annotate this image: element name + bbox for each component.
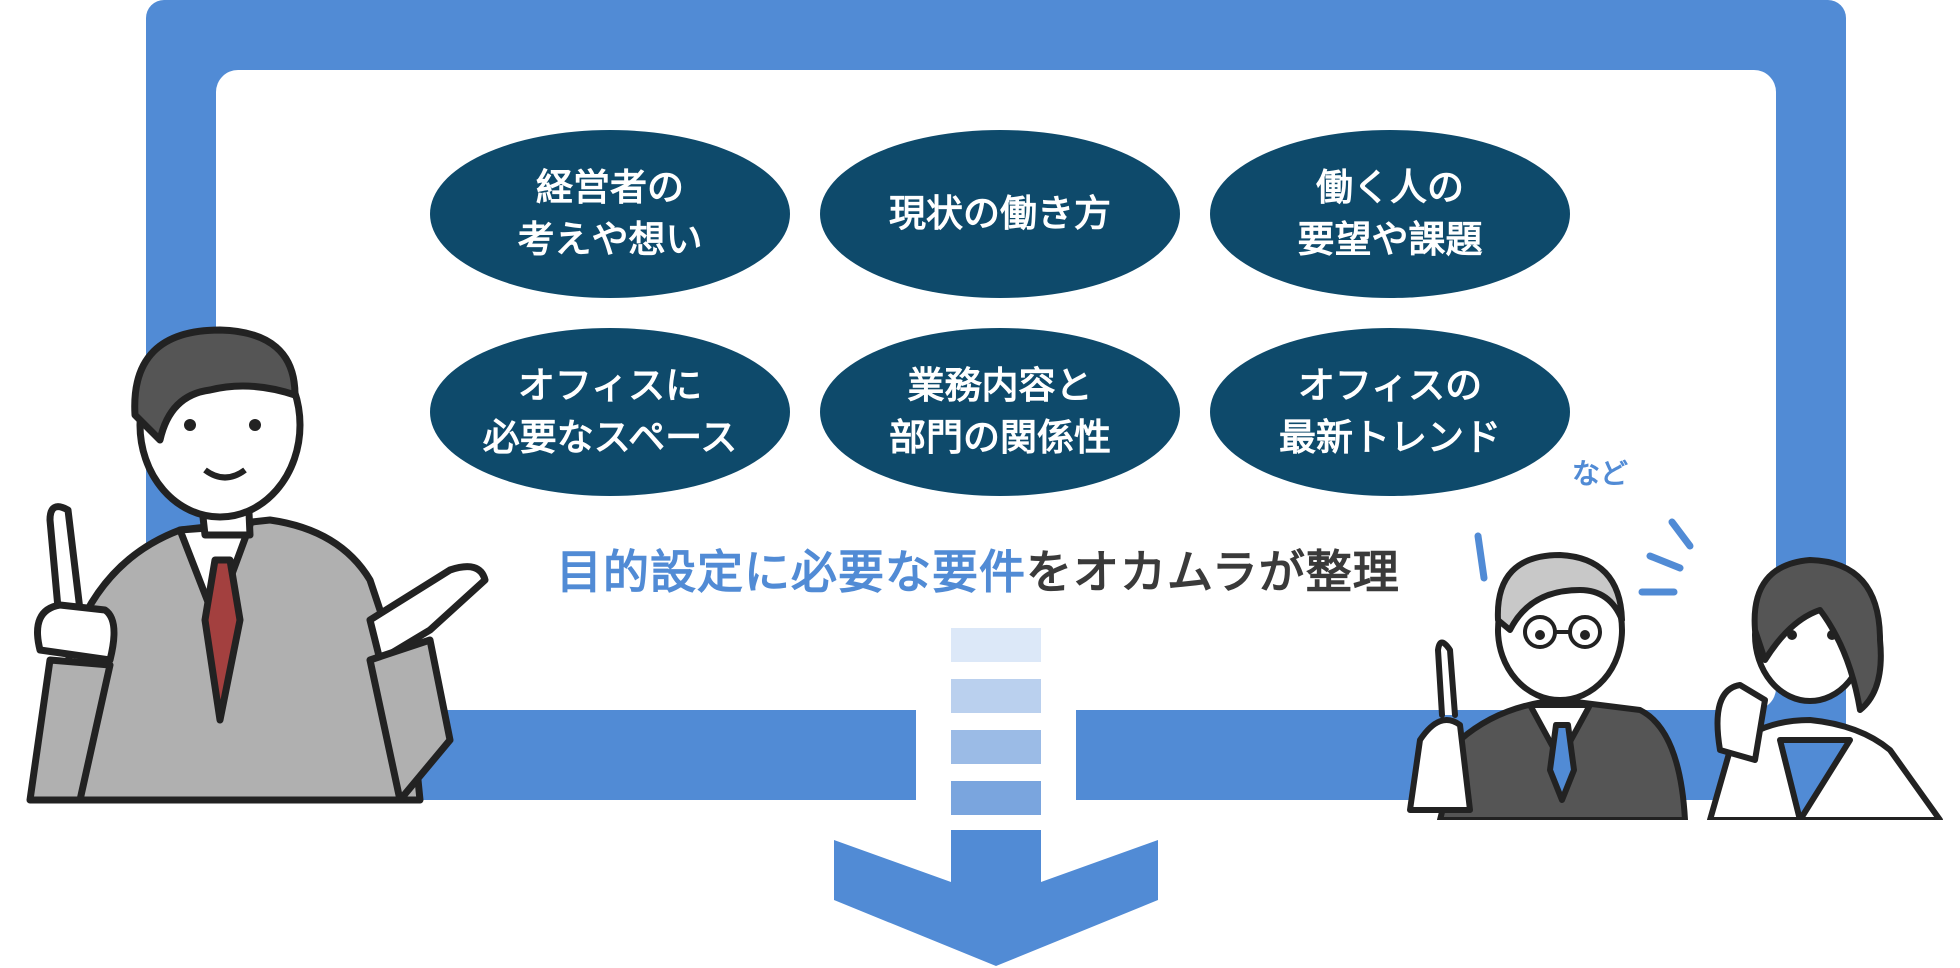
listeners-illustration: [1407, 518, 1943, 820]
down-arrow-icon: [834, 830, 1158, 966]
step-bar-1: [951, 628, 1041, 662]
presenter-man-illustration: [26, 326, 489, 804]
item-required-space: オフィスに 必要なスペース: [430, 328, 790, 496]
step-bar-4: [951, 781, 1041, 815]
caption-highlight: 目的設定に必要な要件: [556, 545, 1026, 599]
requirement-items: 経営者の 考えや想い 現状の働き方 働く人の 要望や課題 オフィスに 必要なスペ…: [430, 130, 1570, 496]
item-business-relations: 業務内容と 部門の関係性: [820, 328, 1180, 496]
item-office-trends: オフィスの 最新トレンド: [1210, 328, 1570, 496]
caption: 目的設定に必要な要件をオカムラが整理: [556, 536, 1400, 602]
item-management-thoughts: 経営者の 考えや想い: [430, 130, 790, 298]
etc-label: など: [1572, 457, 1629, 490]
step-bar-2: [951, 679, 1041, 713]
item-worker-requests: 働く人の 要望や課題: [1210, 130, 1570, 298]
step-bar-3: [951, 730, 1041, 764]
caption-rest: をオカムラが整理: [1026, 545, 1400, 599]
item-current-workstyle: 現状の働き方: [820, 130, 1180, 298]
